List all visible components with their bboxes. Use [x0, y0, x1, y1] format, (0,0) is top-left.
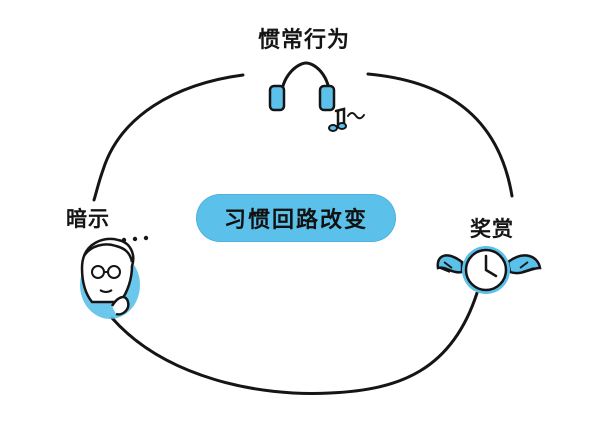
loop-arc-top-right [366, 72, 514, 198]
center-label-habit-loop-change: 习惯回路改变 [196, 194, 396, 242]
thinking-person-icon [80, 235, 149, 319]
music-note-icon [328, 107, 365, 132]
node-label-reward: 奖赏 [470, 217, 514, 241]
node-label-cue: 暗示 [66, 207, 110, 231]
loop-arc-bottom [110, 291, 479, 395]
loop-arc-top-left [92, 73, 245, 202]
node-label-habitual-behavior: 惯常行为 [258, 28, 351, 53]
headphones-icon [268, 61, 336, 112]
winged-clock-icon [436, 246, 542, 294]
